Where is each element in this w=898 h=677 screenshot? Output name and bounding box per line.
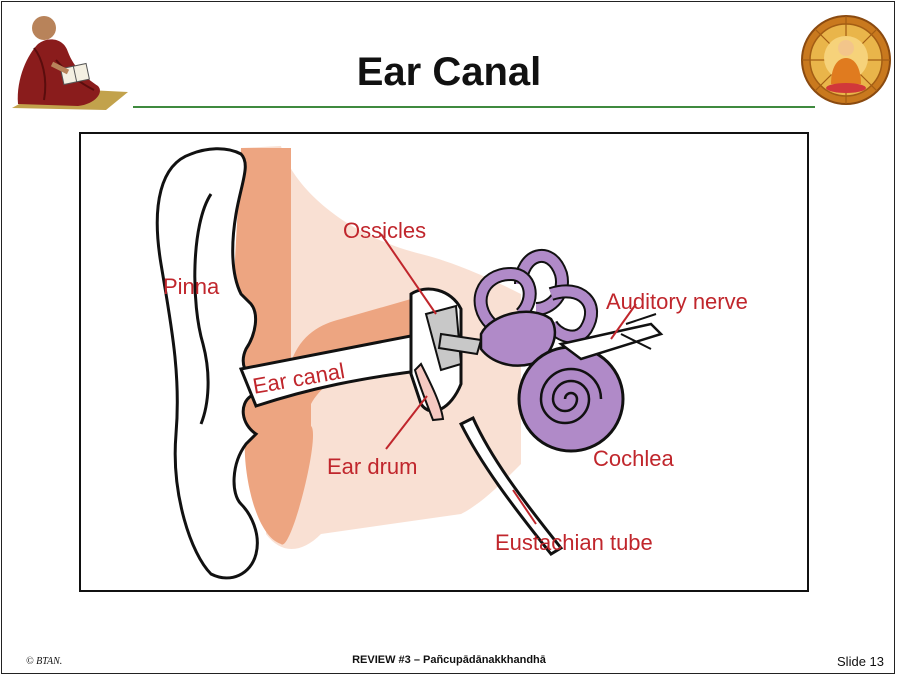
- footer-title: REVIEW #3 – Pañcupādānakkhandhā: [0, 654, 898, 666]
- ear-diagram: Ossicles Pinna Auditory nerve Ear canal …: [79, 132, 809, 592]
- slide-number: Slide 13: [837, 654, 884, 669]
- slide-title: Ear Canal: [0, 50, 898, 95]
- label-pinna: Pinna: [163, 274, 219, 300]
- label-ossicles: Ossicles: [343, 218, 426, 244]
- label-cochlea: Cochlea: [593, 446, 674, 472]
- label-eustachian-tube: Eustachian tube: [495, 530, 653, 556]
- label-ear-drum: Ear drum: [327, 454, 417, 480]
- label-auditory-nerve: Auditory nerve: [606, 289, 748, 315]
- title-underline: [133, 106, 815, 108]
- ear-diagram-svg: [81, 134, 809, 592]
